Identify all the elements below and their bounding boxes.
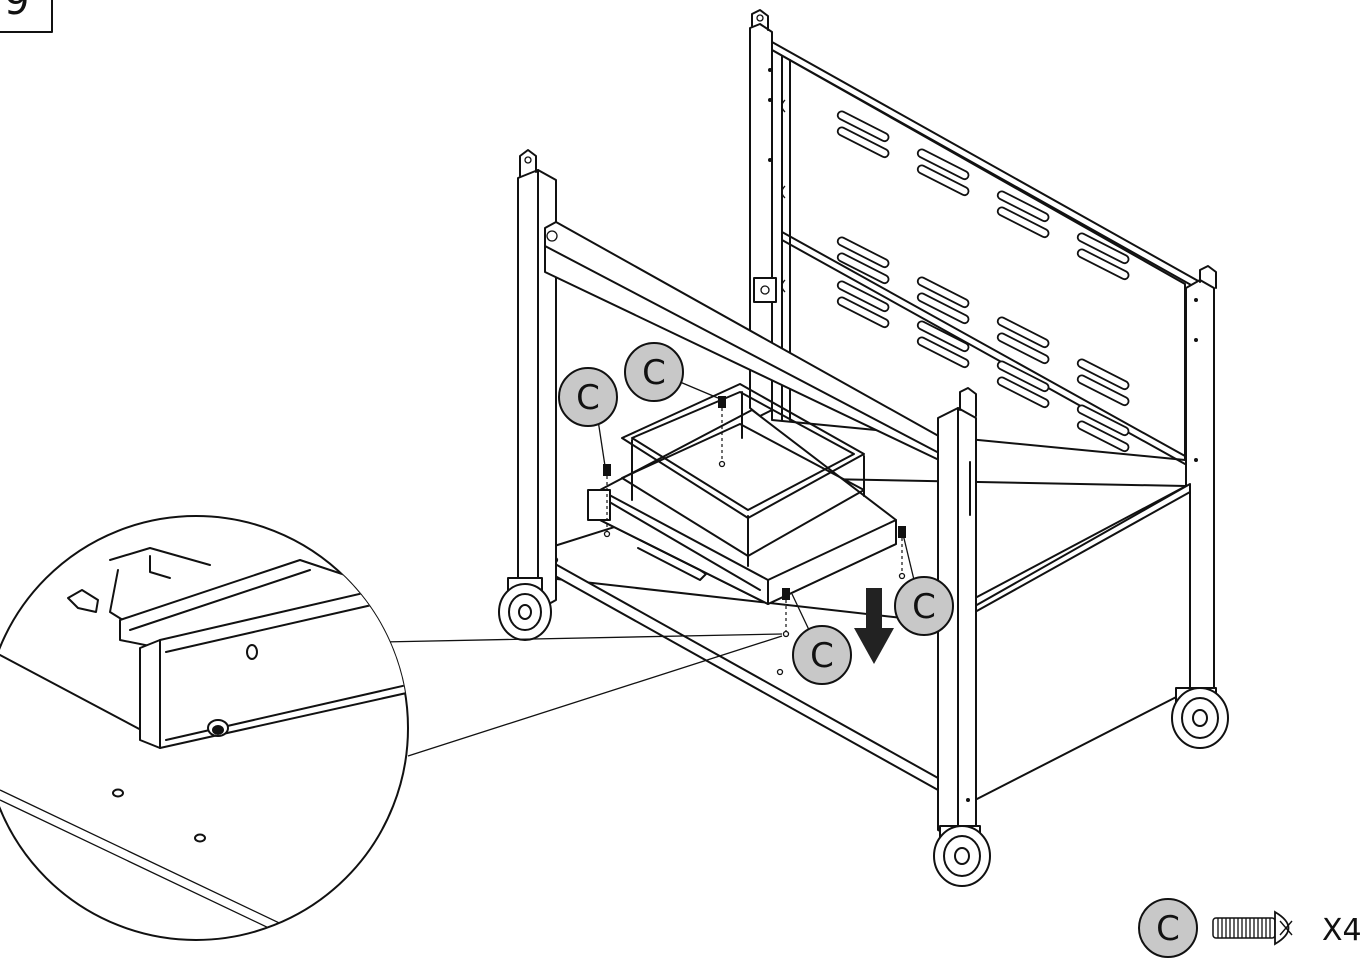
caster-front-left — [498, 577, 552, 641]
front-left-post — [517, 149, 557, 611]
step-number: 9 — [4, 0, 29, 24]
screw-icon — [1212, 910, 1293, 946]
screw-marker-1 — [603, 464, 611, 538]
callout-label: C — [810, 636, 834, 676]
parts-legend: C X4 — [1138, 898, 1362, 958]
back-panel — [749, 9, 1217, 699]
screw-marker-2 — [718, 396, 726, 468]
callout-label: C — [576, 378, 600, 418]
detail-magnifier — [0, 515, 409, 941]
callout-c-1: C — [558, 367, 618, 427]
callout-label: C — [912, 587, 936, 627]
tray-basket — [587, 383, 906, 638]
callout-c-4: C — [792, 625, 852, 685]
arrow-down-icon — [854, 588, 894, 664]
legend-part-label: C — [1156, 909, 1180, 949]
legend-quantity: X4 — [1322, 913, 1362, 948]
callout-c-3: C — [894, 576, 954, 636]
detail-screw — [207, 719, 229, 737]
callout-c-2: C — [624, 342, 684, 402]
caster-front-right — [933, 825, 991, 887]
callout-label: C — [642, 353, 666, 393]
detail-zoom-leader — [381, 633, 783, 757]
screw-marker-4 — [782, 588, 790, 638]
step-number-box: 9 — [0, 0, 53, 33]
caster-back-right — [1171, 687, 1229, 749]
